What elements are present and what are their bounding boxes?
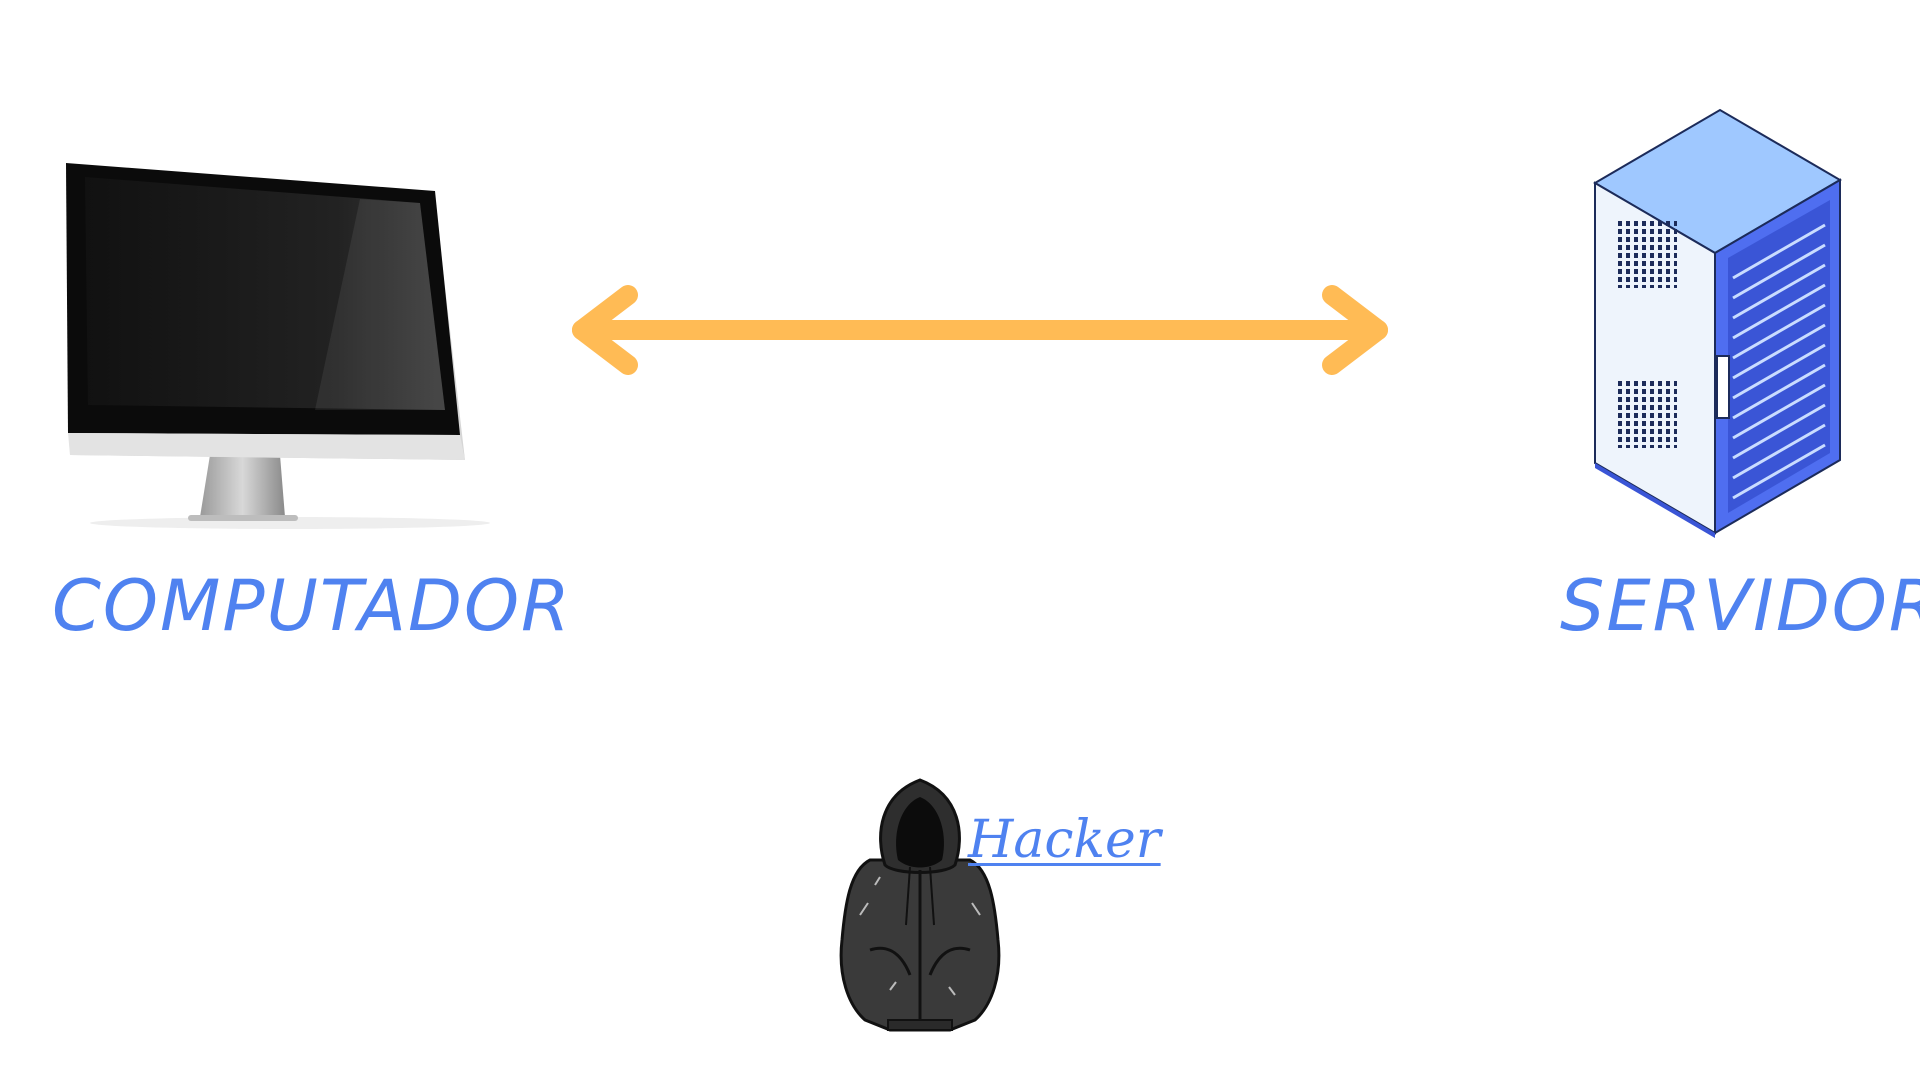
bidirectional-arrow-icon <box>572 285 1388 375</box>
server-label: SERVIDOR <box>1560 565 1920 647</box>
computer-label: COMPUTADOR <box>52 565 572 647</box>
hacker-link[interactable]: Hacker <box>968 810 1161 870</box>
computer-node <box>60 155 510 535</box>
hooded-hacker-icon <box>839 778 1001 1032</box>
desktop-monitor-icon <box>66 163 490 529</box>
server-node <box>1585 108 1855 538</box>
connection-arrow <box>560 280 1400 380</box>
server-rack-icon <box>1593 108 1842 538</box>
hacker-node <box>830 775 1010 1035</box>
